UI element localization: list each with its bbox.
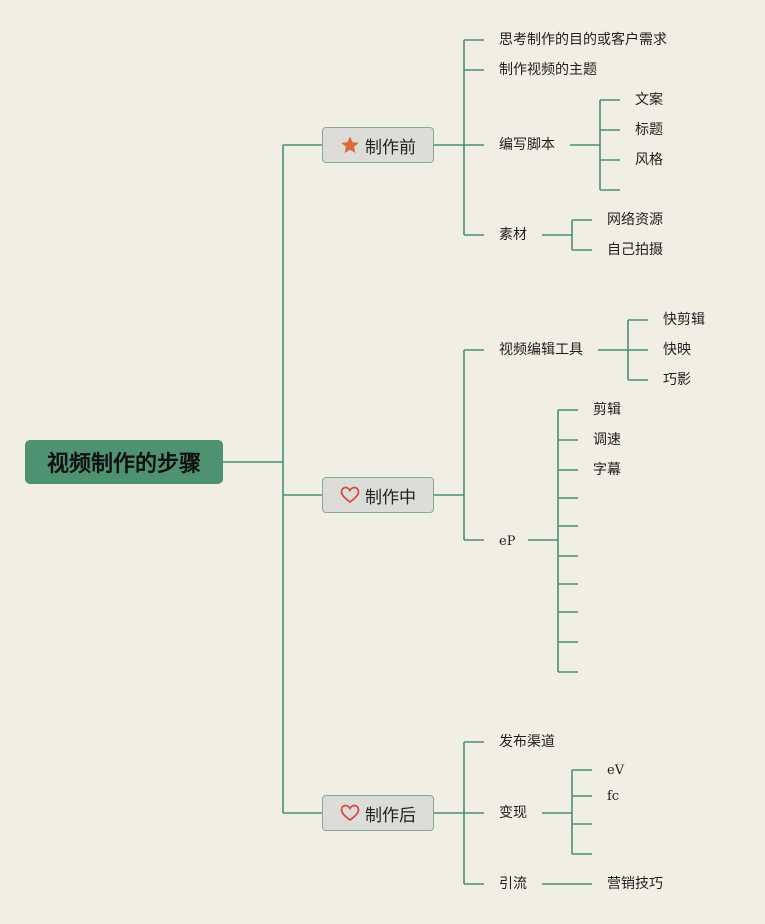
- node-script-title[interactable]: 标题: [635, 122, 663, 138]
- node-material[interactable]: 素材: [499, 227, 527, 243]
- node-tools[interactable]: 视频编辑工具: [499, 342, 583, 358]
- phase-node-after[interactable]: 制作后: [322, 795, 434, 831]
- node-ep-cut[interactable]: 剪辑: [593, 402, 621, 418]
- root-title: 视频制作的步骤: [46, 452, 201, 477]
- node-ep[interactable]: eP: [499, 534, 516, 549]
- node-tool-3[interactable]: 巧影: [663, 372, 691, 388]
- star-icon: [341, 136, 359, 153]
- node-material-self[interactable]: 自己拍摄: [607, 242, 663, 258]
- node-monetize-ev[interactable]: eV: [607, 763, 625, 778]
- phase-node-during[interactable]: 制作中: [322, 477, 434, 513]
- node-traffic[interactable]: 引流: [499, 876, 527, 892]
- node-material-web[interactable]: 网络资源: [607, 212, 663, 228]
- node-theme[interactable]: 制作视频的主题: [499, 62, 597, 78]
- phase-label-before: 制作前: [365, 137, 416, 158]
- node-script-copy[interactable]: 文案: [635, 92, 663, 108]
- root-node[interactable]: 视频制作的步骤: [25, 440, 223, 484]
- node-monetize-fc[interactable]: fc: [607, 789, 620, 804]
- node-goal[interactable]: 思考制作的目的或客户需求: [499, 32, 667, 48]
- node-tool-1[interactable]: 快剪辑: [663, 312, 705, 328]
- node-script-style[interactable]: 风格: [635, 152, 663, 168]
- heart-icon: [340, 486, 360, 504]
- phase-node-before[interactable]: 制作前: [322, 127, 434, 163]
- node-ep-subtitle[interactable]: 字幕: [593, 462, 621, 478]
- node-monetize[interactable]: 变现: [499, 805, 527, 821]
- phase-label-during: 制作中: [365, 487, 416, 508]
- node-traffic-marketing[interactable]: 营销技巧: [607, 876, 663, 892]
- heart-icon: [340, 804, 360, 822]
- node-script[interactable]: 编写脚本: [499, 137, 555, 153]
- node-tool-2[interactable]: 快映: [663, 342, 691, 358]
- phase-label-after: 制作后: [365, 805, 416, 826]
- node-ep-speed[interactable]: 调速: [593, 432, 621, 448]
- node-channel[interactable]: 发布渠道: [499, 734, 555, 750]
